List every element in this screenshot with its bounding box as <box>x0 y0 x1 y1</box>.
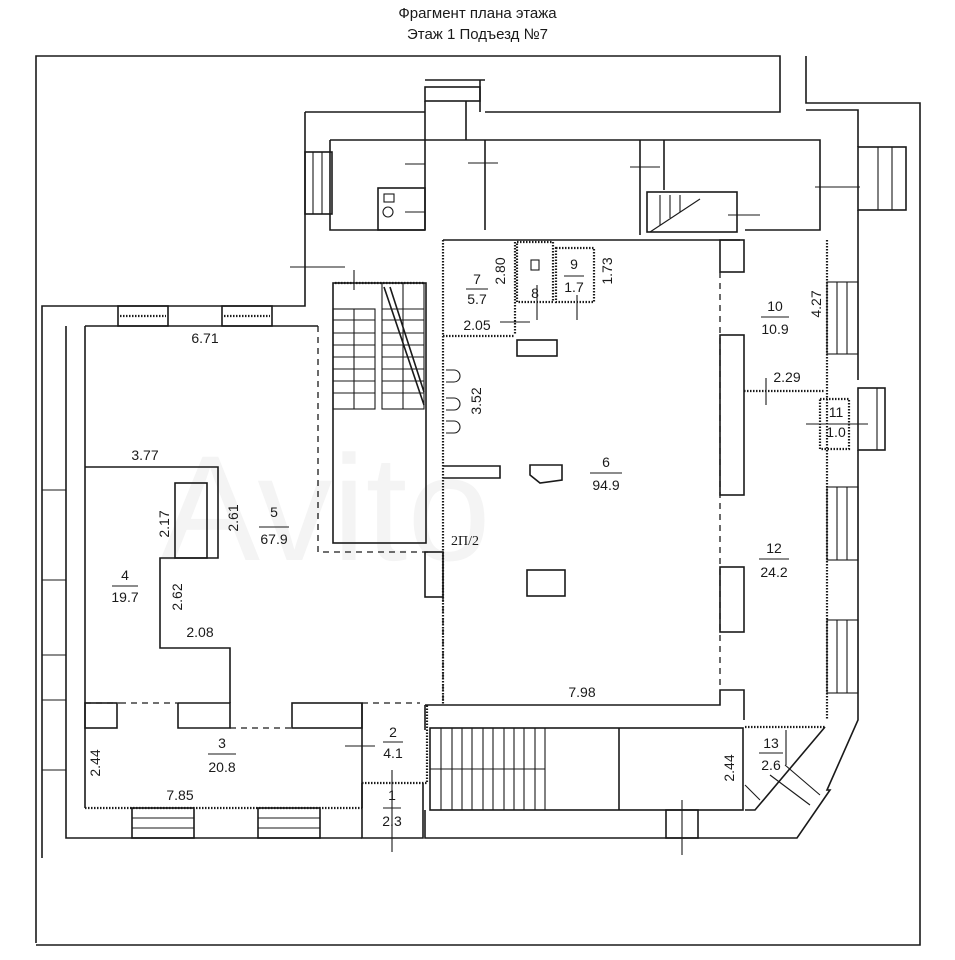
room-12-label: 12 24.2 <box>759 540 789 580</box>
room-1-label: 1 2.3 <box>382 787 402 829</box>
dim-4-27: 4.27 <box>808 290 824 317</box>
upper-left-windows <box>117 151 333 327</box>
svg-text:8: 8 <box>531 285 539 301</box>
svg-text:3: 3 <box>218 735 226 751</box>
dim-6-71: 6.71 <box>191 330 218 346</box>
dim-2-05: 2.05 <box>463 317 490 333</box>
dim-1-73: 1.73 <box>599 257 615 284</box>
rooms-1-2 <box>361 702 429 852</box>
svg-text:67.9: 67.9 <box>260 531 287 547</box>
svg-text:11: 11 <box>829 404 844 420</box>
svg-text:1: 1 <box>388 787 396 803</box>
dim-2-08: 2.08 <box>186 624 213 640</box>
plan-subtitle: Этаж 1 Подъезд №7 <box>406 26 549 43</box>
svg-text:12: 12 <box>766 540 782 556</box>
toilet-icon <box>530 259 540 271</box>
stair-marker-label: 2П/2 <box>451 534 479 549</box>
plot-boundary <box>35 55 921 946</box>
svg-text:20.8: 20.8 <box>208 759 235 775</box>
svg-text:1.7: 1.7 <box>564 279 584 295</box>
svg-text:4.1: 4.1 <box>383 745 403 761</box>
room-3-label: 3 20.8 <box>208 735 236 775</box>
room-8-label: 8 <box>531 285 539 301</box>
sink-icon <box>382 206 394 218</box>
plan-title: Фрагмент плана этажа <box>398 5 557 22</box>
svg-text:9: 9 <box>570 256 578 272</box>
dim-2-17: 2.17 <box>156 510 172 537</box>
sink-icon <box>446 420 461 434</box>
room-4-label: 4 19.7 <box>111 567 138 605</box>
dim-2-44-left: 2.44 <box>87 749 103 776</box>
svg-text:24.2: 24.2 <box>760 564 787 580</box>
dimension-labels: 6.71 3.77 2.17 2.61 2.62 2.08 2.44 7.85 … <box>87 257 824 803</box>
dim-7-85: 7.85 <box>166 787 193 803</box>
room-11-label: 11 1.0 <box>826 404 846 440</box>
svg-text:10: 10 <box>767 298 783 314</box>
room-6-walls <box>424 239 745 730</box>
svg-text:4: 4 <box>121 567 129 583</box>
dim-2-29: 2.29 <box>773 369 800 385</box>
svg-text:6: 6 <box>602 454 610 470</box>
stair-steps-left <box>332 308 376 410</box>
svg-text:2.3: 2.3 <box>382 813 402 829</box>
svg-text:2.6: 2.6 <box>761 757 781 773</box>
svg-text:1.0: 1.0 <box>826 424 846 440</box>
svg-text:13: 13 <box>763 735 779 751</box>
dim-7-98: 7.98 <box>568 684 595 700</box>
dim-2-61: 2.61 <box>225 504 241 531</box>
right-windows <box>825 146 907 720</box>
room-2-label: 2 4.1 <box>383 724 403 761</box>
svg-text:7: 7 <box>473 271 481 287</box>
lower-staircase <box>424 725 826 855</box>
watermark: Avito <box>160 424 491 592</box>
top-service-rooms <box>290 139 860 290</box>
svg-text:5: 5 <box>270 504 278 520</box>
sink-icon <box>446 369 461 383</box>
toilet-icon <box>383 193 395 203</box>
svg-text:5.7: 5.7 <box>467 291 487 307</box>
room-6-label: 6 94.9 <box>590 454 622 493</box>
rooms-10-11-12 <box>744 378 868 451</box>
room-7-label: 7 5.7 <box>466 271 488 307</box>
dim-2-80: 2.80 <box>492 257 508 284</box>
room-9-label: 9 1.7 <box>564 256 584 295</box>
dim-3-77: 3.77 <box>131 447 158 463</box>
svg-text:10.9: 10.9 <box>761 321 788 337</box>
room-labels: 1 2.3 2 4.1 3 20.8 4 19.7 5 67.9 6 94.9 <box>111 256 846 829</box>
dim-2-62: 2.62 <box>169 583 185 610</box>
main-staircase <box>317 281 428 553</box>
svg-text:2: 2 <box>389 724 397 740</box>
stair-steps-right <box>381 282 425 410</box>
room-5-label: 5 67.9 <box>259 504 289 547</box>
dim-3-52: 3.52 <box>468 387 484 414</box>
sink-icon <box>446 397 461 411</box>
left-windows <box>42 489 66 771</box>
dim-2-44-right: 2.44 <box>721 754 737 781</box>
svg-text:19.7: 19.7 <box>111 589 138 605</box>
rooms-7-8-9 <box>443 240 596 338</box>
room-10-label: 10 10.9 <box>761 298 789 337</box>
svg-text:94.9: 94.9 <box>592 477 619 493</box>
room-13-label: 13 2.6 <box>759 735 783 773</box>
